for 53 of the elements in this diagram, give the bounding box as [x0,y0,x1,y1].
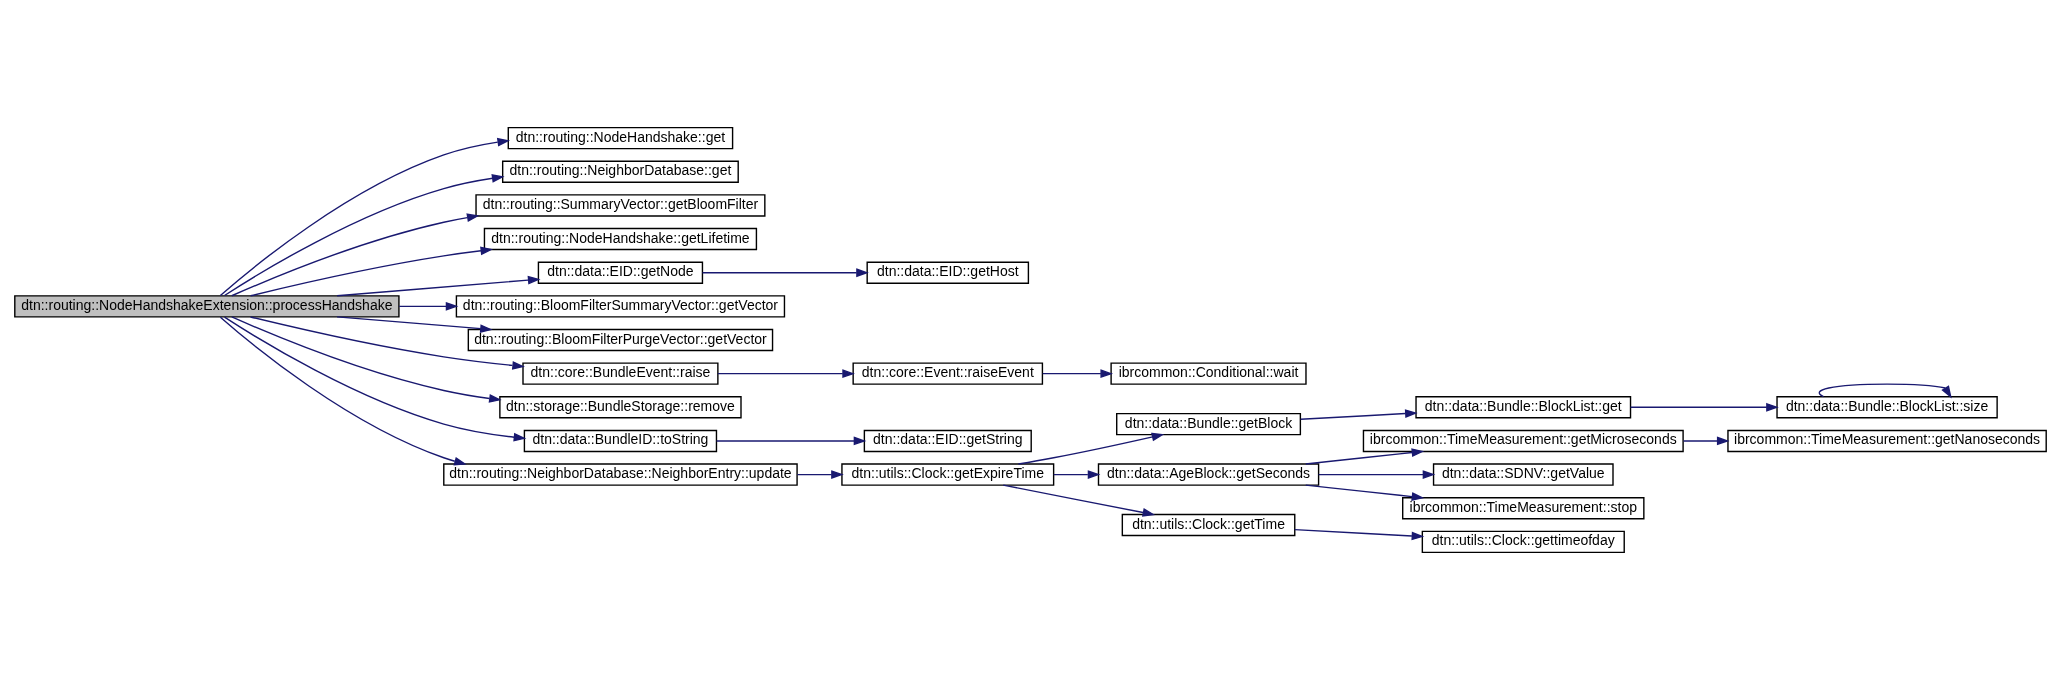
arrow [336,275,541,297]
arrow [231,316,502,403]
node-box: dtn::data::EID::getString [863,429,1032,453]
arrow [249,316,525,370]
node-box: ibrcommon::Conditional::wait [1110,362,1307,385]
arrow [1002,484,1156,517]
node-box: dtn::utils::Clock::getTime [1121,513,1296,537]
node-box: dtn::utils::Clock::gettimeofday [1421,530,1625,554]
node-box: dtn::core::Event::raiseEvent [852,362,1044,385]
node-box: dtn::routing::BloomFilterPurgeVector::getVector [467,328,774,352]
node-box: dtn::data::Bundle::BlockList::size [1776,396,1998,419]
arrow [715,436,867,446]
node-box: dtn::routing::SummaryVector::getBloomFilter [475,194,766,217]
arrow [398,301,459,311]
node-box: dtn::data::EID::getNode [537,261,704,284]
node-box: dtn::data::Bundle::getBlock [1116,412,1302,436]
node-box: dtn::routing::NodeHandshakeExtension::processHandshake [14,295,400,318]
node-box: dtn::utils::Clock::getExpireTime [841,463,1055,486]
arrow [1017,432,1165,465]
node-box: dtn::data::SDNV::getValue [1432,463,1614,486]
node-box: dtn::routing::NodeHandshake::getLifetime [483,227,758,251]
arrow [219,316,467,466]
arrow [223,174,505,297]
node-box: dtn::storage::BundleStorage::remove [499,396,742,419]
node-box: dtn::data::AgeBlock::getSeconds [1097,463,1320,486]
node-box: dtn::routing::NodeHandshake::get [507,126,734,150]
node-box: dtn::data::Bundle::BlockList::get [1415,396,1632,419]
arrow [1305,484,1425,501]
node-box: ibrcommon::TimeMeasurement::getMicroseconds [1362,429,1684,453]
node-box: dtn::core::BundleEvent::raise [522,362,719,385]
arrow [1305,448,1425,465]
node-box: ibrcommon::TimeMeasurement::getNanoseconds [1727,429,2047,453]
node-box: dtn::routing::NeighborDatabase::NeighborEntry::update [443,463,798,486]
arrow [1042,369,1114,379]
node-box: dtn::data::EID::getHost [866,261,1030,284]
arrow [1682,436,1730,446]
arrow [336,316,493,334]
arrow [1299,409,1418,420]
node-box: dtn::routing::NeighborDatabase::get [501,160,739,183]
arrow [1294,528,1425,541]
arrow [223,316,527,442]
arrow [1317,470,1436,479]
arrow [796,470,844,479]
arrow [249,246,494,297]
arrow [701,268,869,278]
node-box: dtn::data::BundleID::toString [523,429,718,453]
arrow [1053,470,1101,479]
node-box: dtn::routing::BloomFilterSummaryVector::getVector [455,295,786,318]
node-box: ibrcommon::TimeMeasurement::stop [1402,497,1645,520]
arrow [219,137,511,297]
arrow [1629,402,1779,412]
arrow [717,369,855,379]
arrow [231,213,480,297]
